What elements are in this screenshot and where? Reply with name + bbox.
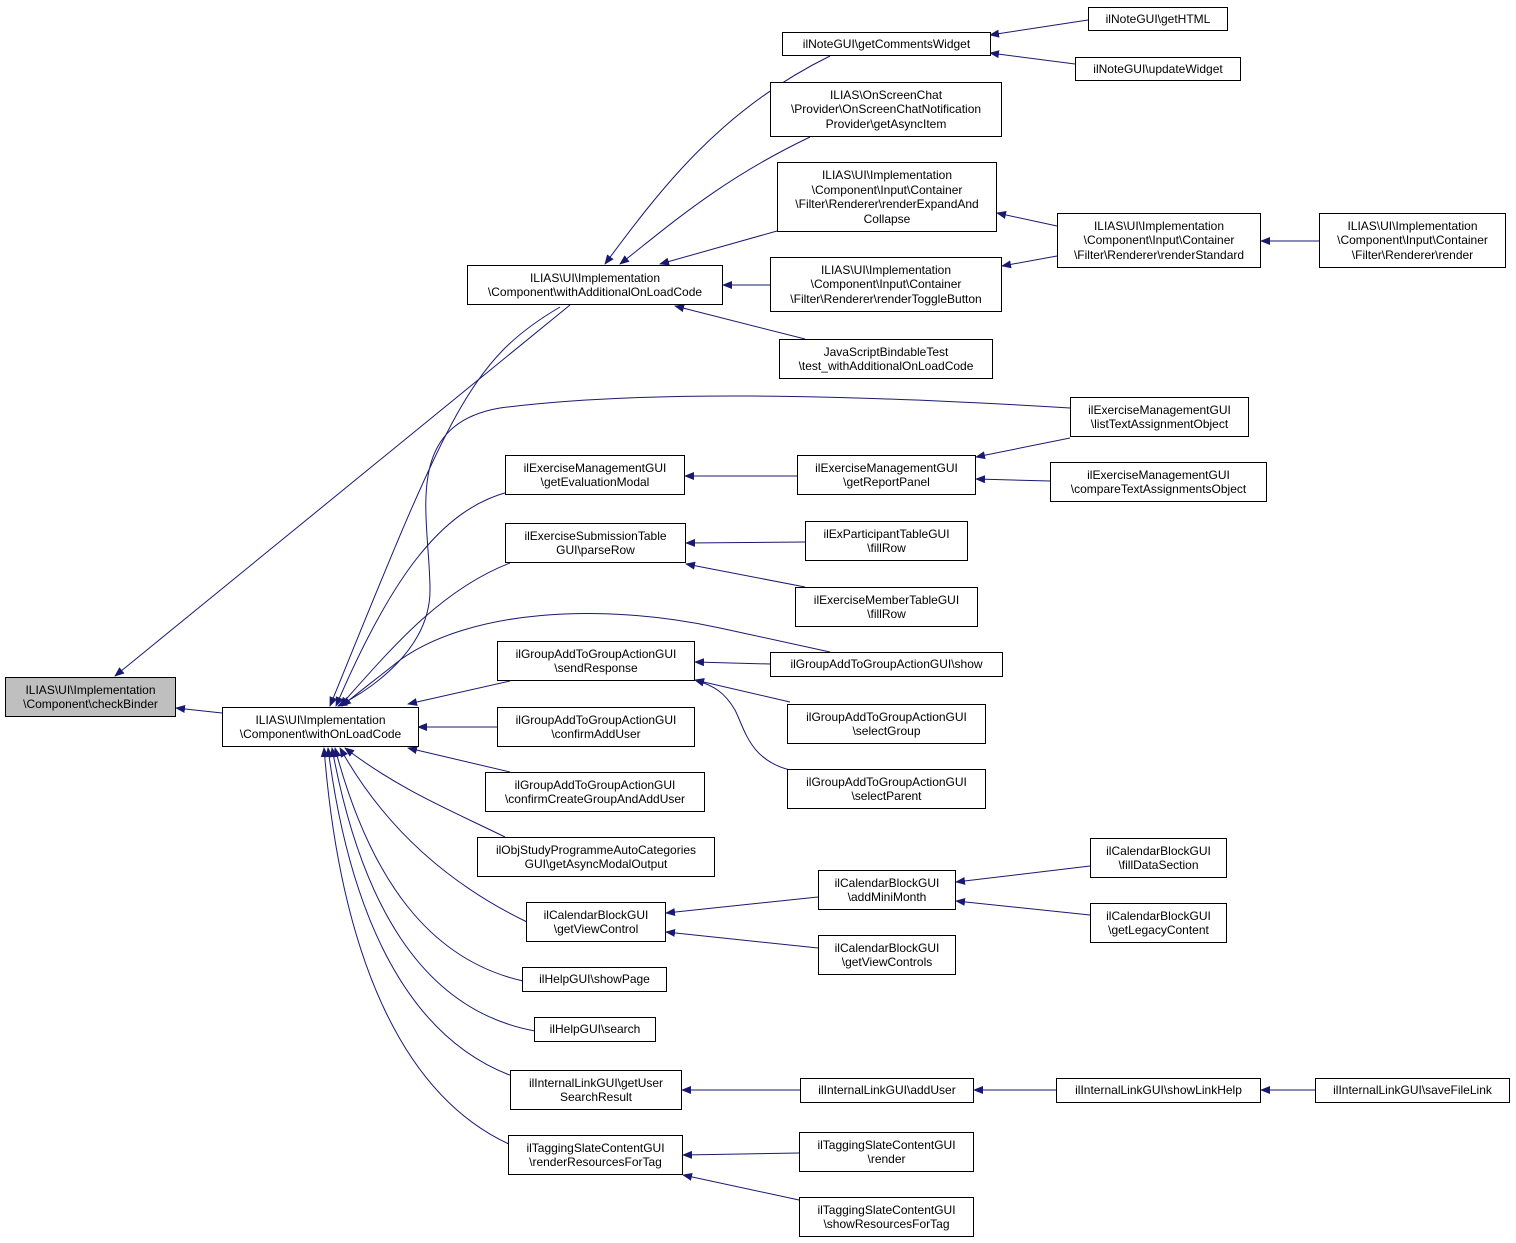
node-parseRow[interactable]: ilExerciseSubmissionTable GUI\parseRow: [505, 523, 686, 563]
edge-getCommentsWidget-to-withAdditionalOnLoadCode: [604, 55, 831, 265]
edge-addMiniMonth-to-getViewControl: [665, 896, 819, 917]
edge-listTextAssignmentObject-to-getReportPanel: [975, 437, 1071, 460]
node-checkBinder: ILIAS\UI\Implementation \Component\check…: [5, 677, 176, 717]
node-exMemberFillRow[interactable]: ilExerciseMemberTableGUI \fillRow: [795, 587, 978, 627]
edge-getAsyncItem-to-withAdditionalOnLoadCode: [619, 136, 811, 265]
node-render[interactable]: ILIAS\UI\Implementation \Component\Input…: [1319, 213, 1506, 268]
node-addUser[interactable]: ilInternalLinkGUI\addUser: [800, 1078, 974, 1103]
edge-withAdditionalOnLoadCode-to-checkBinder: [114, 304, 571, 677]
node-exParticipantFillRow[interactable]: ilExParticipantTableGUI \fillRow: [805, 521, 968, 561]
node-sendResponse[interactable]: ilGroupAddToGroupActionGUI \sendResponse: [497, 641, 695, 681]
node-fillDataSection[interactable]: ilCalendarBlockGUI \fillDataSection: [1090, 838, 1227, 878]
node-getViewControls[interactable]: ilCalendarBlockGUI \getViewControls: [818, 935, 956, 975]
node-getAsyncModalOutput[interactable]: ilObjStudyProgrammeAutoCategories GUI\ge…: [477, 837, 715, 877]
node-getCommentsWidget[interactable]: ilNoteGUI\getCommentsWidget: [782, 32, 991, 56]
edge-sendResponse-to-withOnLoadCode: [407, 680, 511, 706]
node-getReportPanel[interactable]: ilExerciseManagementGUI \getReportPanel: [797, 455, 976, 495]
node-withAdditionalOnLoadCode[interactable]: ILIAS\UI\Implementation \Component\withA…: [467, 265, 723, 305]
edge-renderStandard-to-renderToggleButton: [1001, 255, 1058, 269]
edge-compareTextAssignmentsObject-to-getReportPanel: [975, 475, 1051, 484]
edge-fillDataSection-to-addMiniMonth: [955, 865, 1091, 885]
edge-listTextAssignmentObject-to-withOnLoadCode: [337, 395, 1071, 707]
edge-jsBindableTest-to-withAdditionalOnLoadCode: [674, 304, 806, 340]
node-getEvaluationModal[interactable]: ilExerciseManagementGUI \getEvaluationMo…: [505, 455, 685, 495]
node-updateWidget[interactable]: ilNoteGUI\updateWidget: [1075, 57, 1241, 81]
edge-renderResourcesForTag-to-withOnLoadCode: [320, 747, 519, 1149]
node-getLegacyContent[interactable]: ilCalendarBlockGUI \getLegacyContent: [1090, 903, 1227, 943]
node-showResourcesForTag[interactable]: ilTaggingSlateContentGUI \showResourcesF…: [799, 1197, 974, 1237]
node-renderResourcesForTag[interactable]: ilTaggingSlateContentGUI \renderResource…: [508, 1135, 683, 1175]
node-jsBindableTest[interactable]: JavaScriptBindableTest \test_withAdditio…: [779, 339, 993, 379]
node-getViewControl[interactable]: ilCalendarBlockGUI \getViewControl: [526, 902, 666, 942]
node-confirmAddUser[interactable]: ilGroupAddToGroupActionGUI \confirmAddUs…: [497, 707, 695, 747]
edge-parseRow-to-withOnLoadCode: [339, 562, 511, 707]
edge-exMemberFillRow-to-parseRow: [685, 561, 806, 588]
node-renderExpandAndCollapse[interactable]: ILIAS\UI\Implementation \Component\Input…: [777, 162, 997, 232]
edge-selectParent-to-sendResponse: [694, 678, 791, 771]
node-renderStandard[interactable]: ILIAS\UI\Implementation \Component\Input…: [1057, 213, 1261, 268]
edge-getUserSearchResult-to-withOnLoadCode: [325, 747, 516, 1078]
node-renderToggleButton[interactable]: ILIAS\UI\Implementation \Component\Input…: [770, 257, 1002, 312]
edge-showPage-to-withOnLoadCode: [333, 747, 524, 982]
edge-groupShow-to-withOnLoadCode: [341, 613, 831, 707]
edge-getLegacyContent-to-addMiniMonth: [955, 897, 1091, 916]
node-saveFileLink[interactable]: ilInternalLinkGUI\saveFileLink: [1315, 1078, 1510, 1103]
node-showLinkHelp[interactable]: ilInternalLinkGUI\showLinkHelp: [1056, 1078, 1261, 1103]
edge-showResourcesForTag-to-renderResourcesForTag: [682, 1172, 800, 1201]
node-confirmCreateGroupAndAddUser[interactable]: ilGroupAddToGroupActionGUI \confirmCreat…: [485, 772, 705, 812]
node-getHTML[interactable]: ilNoteGUI\getHTML: [1088, 7, 1228, 31]
node-compareTextAssignmentsObject[interactable]: ilExerciseManagementGUI \compareTextAssi…: [1050, 462, 1267, 502]
node-addMiniMonth[interactable]: ilCalendarBlockGUI \addMiniMonth: [818, 870, 956, 910]
edge-exParticipantFillRow-to-parseRow: [685, 538, 806, 547]
edge-confirmCreateGroupAndAddUser-to-withOnLoadCode: [407, 746, 511, 773]
edge-withOnLoadCode-to-checkBinder: [175, 704, 223, 714]
node-showPage[interactable]: ilHelpGUI\showPage: [522, 967, 667, 992]
edge-renderStandard-to-renderExpandAndCollapse: [996, 210, 1058, 227]
edge-renderExpandAndCollapse-to-withAdditionalOnLoadCode: [659, 230, 778, 266]
node-helpSearch[interactable]: ilHelpGUI\search: [534, 1017, 656, 1042]
edge-groupShow-to-sendResponse: [694, 658, 771, 667]
edge-getAsyncModalOutput-to-withOnLoadCode: [344, 747, 506, 838]
node-selectGroup[interactable]: ilGroupAddToGroupActionGUI \selectGroup: [787, 704, 986, 744]
node-getAsyncItem[interactable]: ILIAS\OnScreenChat \Provider\OnScreenCha…: [770, 82, 1002, 137]
node-groupShow[interactable]: ilGroupAddToGroupActionGUI\show: [770, 652, 1003, 677]
edge-updateWidget-to-getCommentsWidget: [989, 50, 1076, 65]
edge-taggingRender-to-renderResourcesForTag: [682, 1150, 800, 1159]
edge-getViewControls-to-getViewControl: [665, 928, 819, 949]
edge-getHTML-to-getCommentsWidget: [989, 19, 1089, 38]
edge-getEvaluationModal-to-withOnLoadCode: [335, 491, 509, 707]
node-withOnLoadCode[interactable]: ILIAS\UI\Implementation \Component\withO…: [222, 707, 419, 747]
node-selectParent[interactable]: ilGroupAddToGroupActionGUI \selectParent: [787, 769, 986, 809]
edge-getViewControl-to-withOnLoadCode: [339, 747, 528, 923]
node-getUserSearchResult[interactable]: ilInternalLinkGUI\getUser SearchResult: [510, 1070, 682, 1110]
edge-selectGroup-to-sendResponse: [694, 678, 791, 703]
edge-helpSearch-to-withOnLoadCode: [329, 747, 536, 1032]
node-taggingRender[interactable]: ilTaggingSlateContentGUI \render: [799, 1132, 974, 1172]
edge-withAdditionalOnLoadCode-to-withOnLoadCode: [329, 306, 561, 707]
node-listTextAssignmentObject[interactable]: ilExerciseManagementGUI \listTextAssignm…: [1070, 397, 1249, 437]
